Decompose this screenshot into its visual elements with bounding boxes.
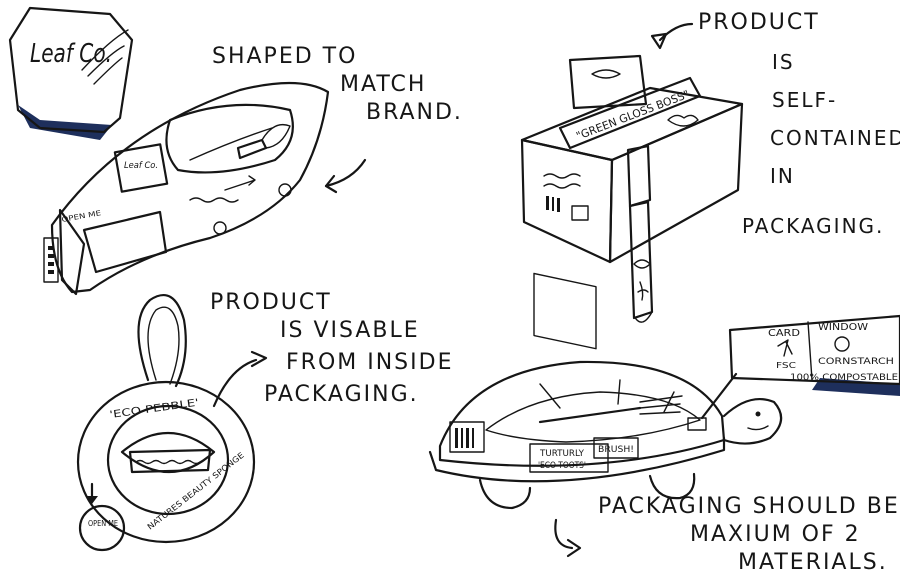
- legend-compostable: 100% COMPOSTABLE: [790, 373, 898, 383]
- note-self-line6: PACKAGING.: [742, 214, 885, 238]
- note-shaped-line1: SHAPED TO: [212, 44, 358, 69]
- box-package-sketch: "GREEN GLOSS BOSS": [520, 22, 744, 350]
- turtle-package-sketch: TURTURLY 'ECO TOOTS' BRUSH! CARD WINDOW …: [428, 314, 900, 558]
- turtle-label-line1: TURTURLY: [539, 449, 584, 459]
- turtle-label-line2: 'ECO TOOTS': [538, 461, 586, 471]
- legend-card: CARD: [768, 328, 800, 339]
- note-visible-line1: PRODUCT: [210, 290, 332, 315]
- note-materials-line3: MATERIALS.: [738, 550, 888, 575]
- eco-pebble-label: 'ECO PEBBLE': [109, 398, 200, 421]
- note-shaped-line3: BRAND.: [366, 100, 463, 125]
- legend-window: WINDOW: [818, 322, 868, 333]
- note-materials-line2: MAXIUM OF 2: [690, 522, 861, 547]
- eco-pebble-package-sketch: 'ECO PEBBLE' NATURES BEAUTY SPONGE OPEN …: [76, 294, 268, 552]
- note-self-line5: IN: [770, 164, 795, 188]
- note-self-line1: PRODUCT: [698, 10, 820, 35]
- legend-cornstarch: CORNSTARCH: [818, 357, 894, 367]
- turtle-brush-badge: BRUSH!: [598, 445, 634, 455]
- note-shaped-line2: MATCH: [340, 72, 427, 97]
- note-materials-line1: PACKAGING SHOULD BE: [598, 494, 900, 519]
- leaf-co-mini-logo: Leaf Co.: [124, 161, 158, 171]
- note-self-line4: CONTAINED: [770, 126, 900, 150]
- note-visible-line2: IS VISABLE: [280, 318, 420, 343]
- note-visible-line3: FROM INSIDE: [286, 350, 454, 375]
- leaf-open-me-tag: OPEN ME: [61, 209, 102, 224]
- note-visible-line4: PACKAGING.: [264, 382, 419, 407]
- note-self-line2: IS: [772, 50, 795, 74]
- pebble-open-me: OPEN ME: [88, 519, 118, 528]
- legend-fsc: FSC: [776, 361, 797, 370]
- note-self-line3: SELF-: [772, 88, 838, 112]
